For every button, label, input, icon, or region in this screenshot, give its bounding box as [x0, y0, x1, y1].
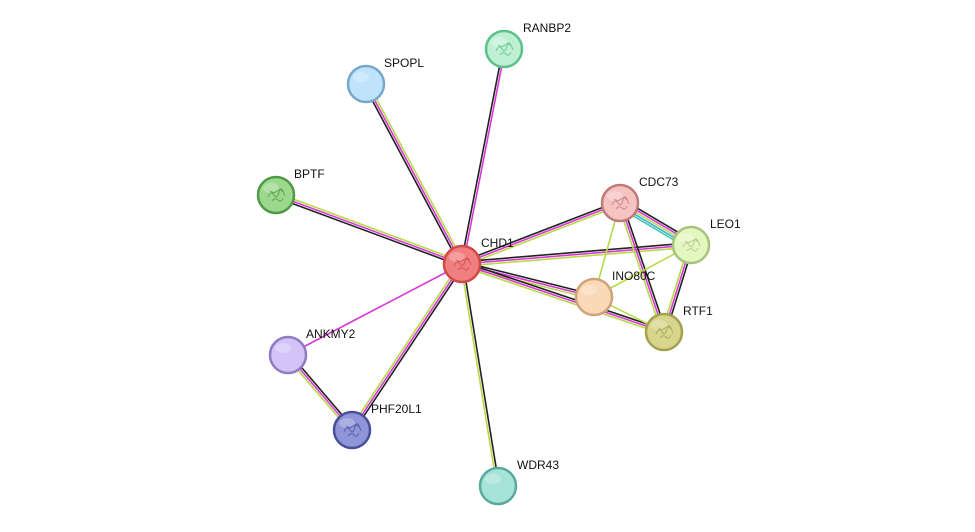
protein-structure-icon — [495, 42, 514, 56]
node-highlight — [449, 252, 465, 262]
node-chd1[interactable]: CHD1 — [442, 236, 514, 284]
edge-evidence-line — [461, 263, 665, 333]
node-highlight — [607, 191, 623, 201]
edge-chd1-bptf[interactable] — [274, 192, 464, 267]
node-label: WDR43 — [517, 458, 559, 472]
edge-cdc73-rtf1[interactable] — [617, 202, 667, 333]
node-circle[interactable] — [332, 410, 372, 450]
edge-evidence-line — [461, 242, 691, 263]
node-ankmy2[interactable]: ANKMY2 — [268, 327, 356, 375]
edge-evidence-line — [462, 263, 500, 486]
edge-chd1-ranbp2[interactable] — [460, 48, 506, 265]
node-highlight — [353, 72, 369, 82]
node-label: CHD1 — [481, 236, 514, 250]
edge-evidence-line — [462, 246, 692, 267]
node-circle[interactable] — [478, 466, 518, 506]
edge-evidence-line — [461, 202, 621, 265]
edge-evidence-line — [351, 263, 463, 431]
edge-evidence-line — [349, 262, 461, 430]
edge-evidence-line — [462, 49, 506, 265]
node-label: SPOPL — [384, 56, 424, 70]
edge-evidence-line — [276, 192, 464, 263]
protein-structure-icon — [682, 238, 701, 252]
protein-structure-icon — [655, 325, 674, 339]
node-circle[interactable] — [268, 335, 308, 375]
node-highlight — [678, 233, 694, 243]
edge-chd1-cdc73[interactable] — [460, 200, 622, 267]
node-highlight — [581, 285, 597, 295]
node-ino80c[interactable]: INO80C — [574, 269, 656, 317]
edge-evidence-line — [462, 261, 665, 331]
edge-evidence-line — [365, 83, 463, 265]
node-label: LEO1 — [710, 217, 741, 231]
protein-structure-icon — [453, 257, 472, 271]
edge-chd1-phf20l1[interactable] — [349, 262, 465, 432]
node-ranbp2[interactable]: RANBP2 — [484, 21, 571, 69]
node-wdr43[interactable]: WDR43 — [478, 458, 559, 506]
edge-chd1-leo1[interactable] — [461, 242, 692, 267]
node-spopl[interactable]: SPOPL — [346, 56, 424, 104]
node-circle[interactable] — [442, 244, 482, 284]
edge-evidence-line — [621, 202, 667, 332]
node-circle[interactable] — [671, 225, 711, 265]
edge-evidence-line — [367, 82, 465, 264]
edge-evidence-line — [353, 264, 465, 432]
protein-structure-icon — [611, 196, 630, 210]
protein-structure-icon — [343, 423, 362, 437]
node-circle[interactable] — [644, 312, 684, 352]
node-label: INO80C — [612, 269, 656, 283]
edge-chd1-wdr43[interactable] — [460, 263, 500, 487]
edge-chd1-spopl[interactable] — [363, 82, 465, 266]
node-label: BPTF — [294, 167, 325, 181]
edge-evidence-line — [287, 263, 463, 356]
edge-chd1-ankmy2[interactable] — [287, 263, 463, 356]
edge-evidence-line — [461, 244, 692, 265]
node-highlight — [275, 343, 291, 353]
edge-evidence-line — [274, 196, 462, 267]
edge-evidence-line — [462, 204, 622, 267]
edge-evidence-line — [462, 261, 595, 296]
node-label: CDC73 — [639, 175, 679, 189]
node-label: ANKMY2 — [306, 327, 356, 341]
node-leo1[interactable]: LEO1 — [671, 217, 741, 265]
node-bptf[interactable]: BPTF — [256, 167, 325, 215]
edge-evidence-line — [275, 194, 463, 265]
edge-evidence-line — [461, 265, 664, 335]
node-highlight — [339, 418, 355, 428]
node-circle[interactable] — [600, 183, 640, 223]
node-label: RTF1 — [683, 304, 713, 318]
node-highlight — [263, 183, 279, 193]
node-rtf1[interactable]: RTF1 — [644, 304, 713, 352]
edge-evidence-line — [460, 264, 498, 487]
node-circle[interactable] — [256, 175, 296, 215]
edge-evidence-line — [460, 200, 620, 263]
edge-evidence-line — [617, 203, 663, 333]
protein-structure-icon — [267, 188, 286, 202]
node-label: RANBP2 — [523, 21, 571, 35]
node-highlight — [491, 37, 507, 47]
edge-evidence-line — [619, 202, 665, 333]
node-circle[interactable] — [346, 64, 386, 104]
edge-chd1-rtf1[interactable] — [461, 261, 665, 335]
edge-evidence-line — [460, 48, 504, 264]
node-cdc73[interactable]: CDC73 — [600, 175, 679, 223]
node-highlight — [485, 474, 501, 484]
node-label: PHF20L1 — [371, 402, 422, 416]
node-highlight — [651, 320, 667, 330]
node-circle[interactable] — [574, 277, 614, 317]
node-circle[interactable] — [484, 29, 524, 69]
edge-evidence-line — [363, 84, 461, 266]
node-phf20l1[interactable]: PHF20L1 — [332, 402, 422, 450]
